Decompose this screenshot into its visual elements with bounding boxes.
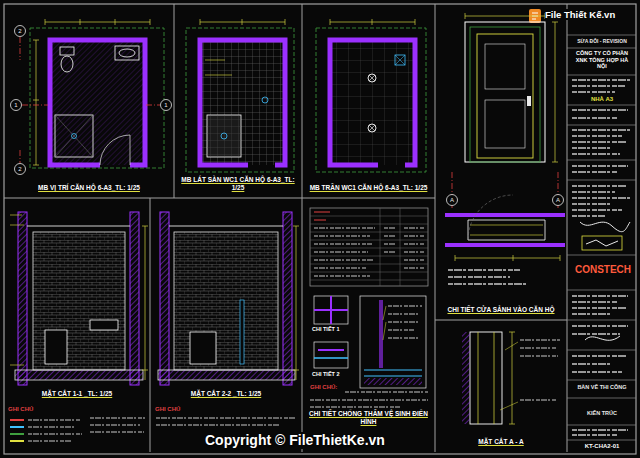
panel-title: MB VỊ TRÍ CĂN HỘ 6-A3_TL: 1/25 [10, 184, 168, 192]
drawing-panel: MB LÁT SÀN WC1 CĂN HỘ 6-A3_TL: 1/25 [176, 6, 300, 196]
drawing-panel: CHI TIẾT CỬA SẢNH VÀO CĂN HỘ [437, 6, 565, 318]
panel-title-text: MẶT CẮT A - A [478, 438, 524, 445]
revision-header: SỬA ĐỔI - REVISION [571, 38, 633, 44]
panel-title: MB LÁT SÀN WC1 CĂN HỘ 6-A3_TL: 1/25 [180, 176, 296, 192]
watermark-logo: File Thiết Kế.vn [545, 9, 615, 20]
panel-title-text: MẶT CẮT 2-2 _TL: 1/25 [191, 390, 261, 397]
watermark-copyright: Copyright © FileThietKe.vn [205, 432, 385, 449]
section-marker: 1 [11, 101, 21, 109]
section-marker: A [447, 196, 457, 204]
panel-title-text: CHI TIẾT CỬA SẢNH VÀO CĂN HỘ [448, 306, 555, 313]
drawing-panel: MẶT CẮT A - A [437, 322, 565, 450]
panel-title: CHI TIẾT CỬA SẢNH VÀO CĂN HỘ [441, 306, 561, 314]
drawing-panel: CHI TIẾT CHỐNG THẤM VỆ SINH ĐIỂN HÌNH [304, 200, 433, 430]
panel-title: MB TRẦN WC1 CĂN HỘ 6-A3_TL: 1/25 [308, 184, 429, 192]
panel-title: MẶT CẮT A - A [441, 438, 561, 446]
drawing-stage: BẢN VẼ THI CÔNG [571, 384, 633, 391]
project-name: NHÀ A3 [571, 96, 633, 103]
section-marker: 2 [15, 165, 25, 173]
company-logo: CONSTECH [573, 264, 633, 276]
panel-title-text: MB TRẦN WC1 CĂN HỘ 6-A3_TL: 1/25 [310, 184, 428, 191]
section-marker: A [553, 196, 563, 204]
panel-title: MẶT CẮT 2-2 _TL: 1/25 [156, 390, 296, 398]
note-heading: GHI CHÚ: [310, 384, 337, 391]
section-marker: 1 [161, 101, 171, 109]
sheet-number: KT-CHA2-01 [571, 443, 633, 450]
detail-label: CHI TIẾT 2 [312, 371, 340, 378]
detail-label: CHI TIẾT 1 [312, 326, 340, 333]
panel-title-text: MB VỊ TRÍ CĂN HỘ 6-A3_TL: 1/25 [38, 184, 140, 191]
note-heading: GHI CHÚ [8, 406, 33, 413]
panel-title: MẶT CẮT 1-1 _TL: 1/25 [10, 390, 144, 398]
panel-title-text: MẶT CẮT 1-1 _TL: 1/25 [42, 390, 112, 397]
panel-title-text: CHI TIẾT CHỐNG THẤM VỆ SINH ĐIỂN HÌNH [309, 410, 428, 425]
drawing-panel: MẶT CẮT 1-1 _TL: 1/25 [6, 200, 148, 402]
note-heading: GHI CHÚ [155, 406, 180, 413]
section-marker: 2 [15, 27, 25, 35]
discipline: KIẾN TRÚC [571, 410, 633, 417]
panel-title-text: MB LÁT SÀN WC1 CĂN HỘ 6-A3_TL: 1/25 [181, 176, 294, 191]
drawing-panel: MẶT CẮT 2-2 _TL: 1/25 [152, 200, 300, 402]
drawing-panel: MB TRẦN WC1 CĂN HỘ 6-A3_TL: 1/25 [304, 6, 433, 196]
company-name: CÔNG TY CỔ PHẦN XNK TỔNG HỢP HÀ NỘI [571, 50, 633, 70]
drawing-panel: MB VỊ TRÍ CĂN HỘ 6-A3_TL: 1/25 [6, 6, 172, 196]
panel-title: CHI TIẾT CHỐNG THẤM VỆ SINH ĐIỂN HÌNH [308, 410, 429, 426]
